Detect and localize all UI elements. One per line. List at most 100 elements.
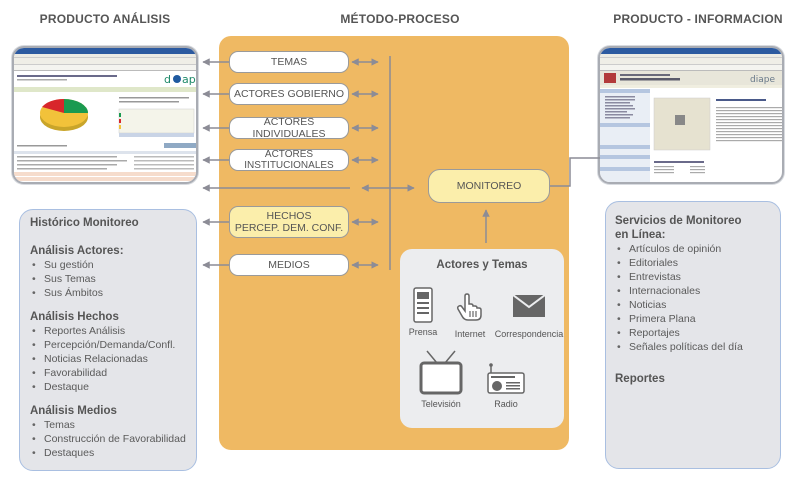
browser-toolbar (600, 58, 782, 65)
page-subheading-line (17, 79, 67, 81)
list-item: Entrevistas (615, 270, 771, 284)
method-item-hechos: HECHOS PERCEP. DEM. CONF. (229, 206, 349, 238)
browser-address-bar (14, 65, 196, 71)
envelope-icon (512, 294, 546, 317)
media-internet: Internet (450, 293, 490, 339)
list-analisis-hechos: Reportes Análisis Percepción/Demanda/Con… (30, 324, 186, 394)
legend-red (119, 119, 121, 123)
list-item: Construcción de Favorabilidad (30, 432, 186, 446)
list-item: Primera Plana (615, 312, 771, 326)
hand-pointer-icon (456, 293, 482, 321)
method-item-actores-gobierno: ACTORES GOBIERNO (229, 83, 349, 105)
section-heading-medios: Análisis Medios (30, 405, 117, 417)
list-header (14, 151, 196, 154)
report-button-mini (164, 143, 196, 148)
section-heading-hechos: Análisis Hechos (30, 311, 119, 323)
panel-heading-en-linea: en Línea: (615, 229, 666, 241)
hechos-label-line1: HECHOS (266, 209, 312, 222)
list-item: Editoriales (615, 256, 771, 270)
diape-logo: diape (750, 75, 775, 85)
media-television: Televisión (416, 349, 466, 409)
nav-section-header (600, 155, 650, 159)
diape-logo: d (164, 73, 171, 86)
list-item: Sus Ámbitos (30, 286, 186, 300)
actores-temas-box: Actores y Temas Prensa Internet Correspo… (400, 249, 564, 428)
panel-title-historico: Histórico Monitoreo (30, 217, 139, 229)
media-label-correspondencia: Correspondencia (494, 329, 564, 339)
browser-address-bar (600, 65, 782, 71)
article-title-line (716, 99, 766, 101)
breadcrumb-bar (14, 87, 196, 92)
list-item: Señales políticas del día (615, 340, 771, 354)
media-correspondencia: Correspondencia (494, 294, 564, 339)
list-item: Internacionales (615, 284, 771, 298)
header-metodo-proceso: MÉTODO-PROCESO (340, 12, 460, 26)
nav-items (605, 96, 635, 119)
header-producto-analisis: PRODUCTO ANÁLISIS (39, 12, 171, 26)
summary-table (118, 108, 195, 134)
nav-section-header (600, 145, 650, 149)
media-label-internet: Internet (454, 329, 486, 339)
analysis-page-preview: d ape (14, 73, 198, 181)
information-screenshot-thumbnail: diape (598, 46, 784, 184)
analysis-screenshot-thumbnail: d ape (12, 46, 198, 184)
legend-yellow (119, 125, 121, 129)
list-analisis-actores: Su gestión Sus Temas Sus Ámbitos (30, 258, 186, 300)
diape-logo-dot (173, 75, 181, 83)
reference-lines (654, 166, 705, 174)
browser-title-bar (14, 48, 196, 54)
media-label-television: Televisión (421, 399, 461, 409)
date-bar (600, 85, 782, 88)
list-item: Noticias Relacionadas (30, 352, 186, 366)
legend-green (119, 113, 121, 117)
method-item-temas: TEMAS (229, 51, 349, 73)
historico-monitoreo-panel: Histórico Monitoreo Análisis Actores: Su… (19, 209, 197, 471)
method-item-medios: MEDIOS (229, 254, 349, 276)
reference-heading (654, 161, 704, 163)
newspaper-icon (413, 287, 433, 323)
news-rows (14, 156, 196, 181)
list-item: Reportes Análisis (30, 324, 186, 338)
media-prensa: Prensa (406, 287, 440, 337)
section-label-line (17, 145, 67, 147)
browser-menu-bar (14, 54, 196, 58)
summary-line (119, 101, 179, 103)
site-title-line (620, 78, 680, 81)
page-heading-line (17, 75, 117, 77)
header-producto-informacion: PRODUCTO - INFORMACION (613, 12, 783, 26)
list-item: Sus Temas (30, 272, 186, 286)
list-item: Artículos de opinión (615, 242, 771, 256)
media-radio: Radio (482, 363, 530, 409)
panel-heading-reportes: Reportes (615, 373, 665, 385)
summary-line (119, 97, 189, 99)
list-item: Temas (30, 418, 186, 432)
tv-icon (419, 350, 463, 395)
section-heading-actores: Análisis Actores: (30, 245, 124, 257)
list-item: Reportajes (615, 326, 771, 340)
site-title-line (620, 74, 670, 76)
method-item-actores-individuales: ACTORES INDIVIDUALES (229, 116, 349, 140)
list-item: Destaque (30, 380, 186, 394)
browser-menu-bar (600, 54, 782, 58)
radio-icon (487, 363, 525, 394)
list-servicios: Artículos de opinión Editoriales Entrevi… (615, 242, 771, 354)
pie-slice-green (64, 99, 88, 113)
nav-section-header (600, 123, 650, 127)
nav-section-header (600, 89, 650, 93)
media-label-radio: Radio (494, 399, 518, 409)
servicios-monitoreo-panel: Servicios de Monitoreo en Línea: Artícul… (605, 201, 781, 469)
photo-icon (675, 115, 685, 125)
media-label-prensa: Prensa (408, 327, 438, 337)
article-text-lines (716, 107, 782, 142)
panel-heading-servicios: Servicios de Monitoreo (615, 215, 742, 227)
list-item: Su gestión (30, 258, 186, 272)
coat-of-arms (604, 73, 616, 83)
browser-title-bar (600, 48, 782, 54)
list-item: Favorabilidad (30, 366, 186, 380)
monitoreo-node: MONITOREO (428, 169, 550, 203)
browser-toolbar (14, 58, 196, 65)
method-item-actores-institucionales: ACTORES INSTITUCIONALES (229, 149, 349, 171)
diape-logo-text: ape (182, 73, 198, 86)
nav-section-header (600, 167, 650, 171)
left-nav (600, 89, 650, 182)
